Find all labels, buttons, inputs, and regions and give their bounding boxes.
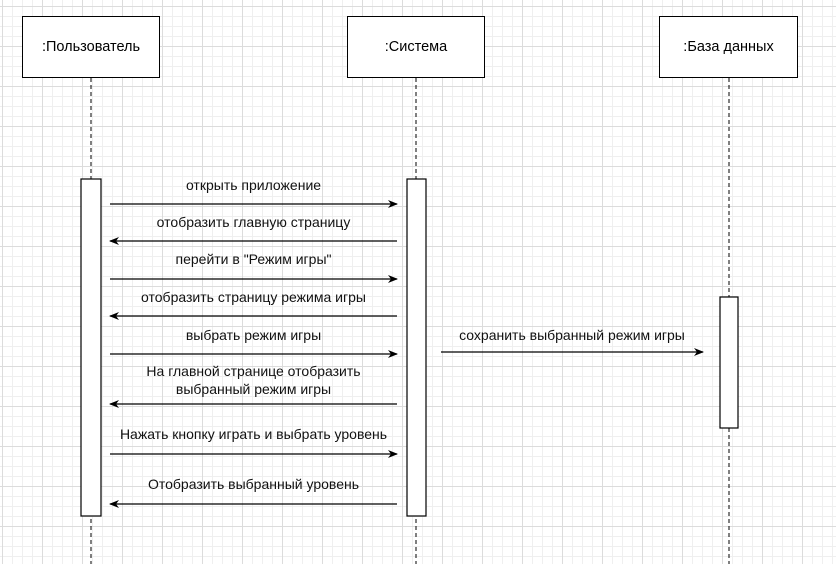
participant-user: :Пользователь	[22, 16, 160, 78]
message-label: перейти в "Режим игры"	[175, 251, 332, 267]
message-label: Нажать кнопку играть и выбрать уровень	[119, 426, 388, 442]
message-label: отобразить страницу режима игры	[141, 289, 366, 305]
message-label: Отобразить выбранный уровень	[147, 476, 360, 492]
participant-label: :Система	[384, 39, 448, 55]
participant-system: :Система	[347, 16, 485, 78]
activation-user	[80, 178, 102, 517]
participant-label: :Пользователь	[41, 39, 141, 55]
message-label: На главной странице отобразить выбранный…	[146, 363, 361, 397]
message-label: отобразить главную страницу	[156, 214, 351, 230]
participant-label: :База данных	[683, 39, 774, 55]
activation-system	[406, 178, 427, 517]
message-label: сохранить выбранный режим игры	[459, 327, 685, 343]
activation-db	[719, 296, 739, 429]
message-label: выбрать режим игры	[185, 327, 322, 343]
participant-db: :База данных	[659, 16, 798, 78]
message-label: открыть приложение	[185, 177, 322, 193]
